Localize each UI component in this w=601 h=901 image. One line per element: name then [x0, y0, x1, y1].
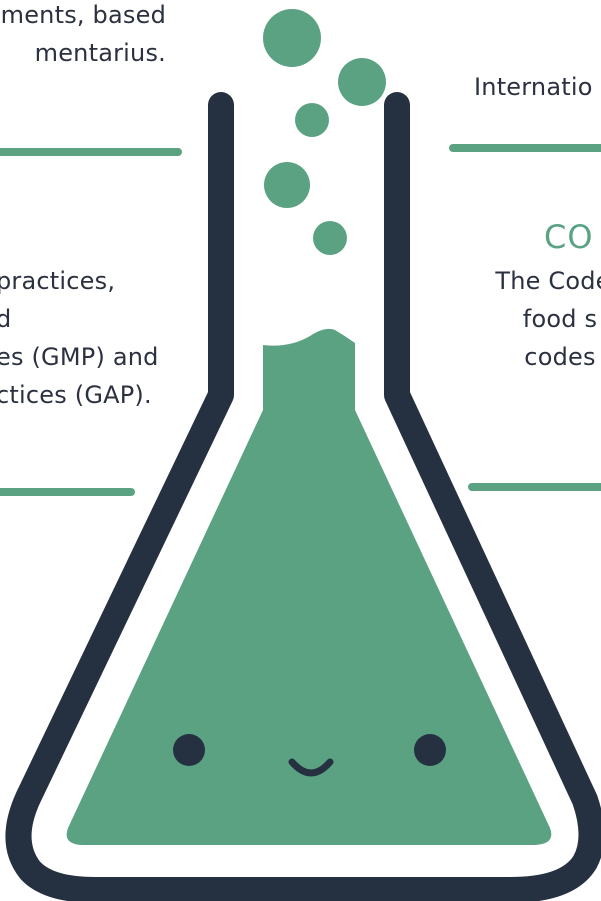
bubble	[295, 103, 329, 137]
bubble	[338, 58, 386, 106]
right-heading: CO	[544, 218, 594, 256]
left-divider-bottom	[0, 488, 135, 496]
right-body-line: The Codex	[495, 267, 601, 295]
bubble	[264, 162, 310, 208]
right-body-line: food s	[522, 305, 598, 333]
smile	[288, 758, 334, 777]
left-mid-line: d	[0, 305, 12, 333]
right-intl-text: Internatio	[474, 73, 593, 101]
left-divider-top	[0, 148, 182, 156]
left-mid-text: practices, d es (GMP) and ctices (GAP).	[0, 262, 186, 414]
left-eye	[173, 734, 205, 766]
right-body-text: The Codex food s codes	[460, 262, 601, 376]
flask-liquid	[66, 328, 552, 845]
left-mid-line: ctices (GAP).	[0, 381, 152, 409]
right-eye	[414, 734, 446, 766]
left-mid-line: es (GMP) and	[0, 343, 159, 371]
right-body-line: codes	[524, 343, 596, 371]
left-top-text: ments, based mentarius.	[0, 0, 166, 72]
bubble	[313, 221, 347, 255]
right-divider-top	[449, 144, 601, 152]
left-top-line: ments, based	[0, 1, 166, 29]
left-top-line: mentarius.	[34, 39, 166, 67]
right-divider-bottom	[468, 483, 601, 491]
left-mid-line: practices,	[0, 267, 116, 295]
flask-outline	[5, 92, 601, 901]
bubble	[263, 9, 321, 67]
